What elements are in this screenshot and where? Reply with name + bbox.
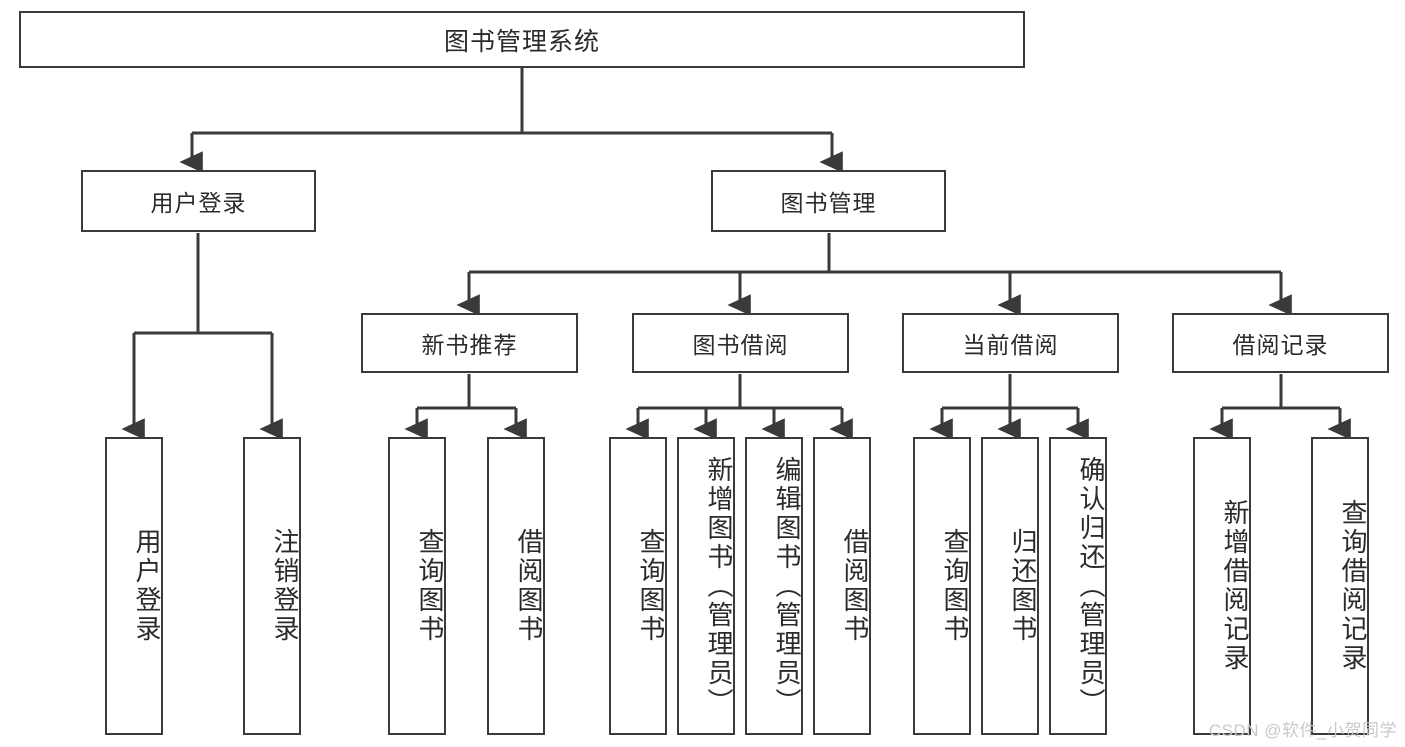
node-book-management[interactable]: 图书管理 [711, 170, 946, 232]
node-label: 查询借阅记录 [1338, 499, 1368, 673]
leaf-book-borrow-edit-book-admin[interactable]: 编辑图书（管理员） [745, 437, 803, 735]
node-label: 用户登录 [150, 190, 247, 216]
node-label: 确认归还（管理员） [1076, 455, 1106, 717]
node-label: 注销登录 [270, 528, 300, 644]
node-borrow-record[interactable]: 借阅记录 [1172, 313, 1389, 373]
node-label: 借阅记录 [1232, 332, 1329, 358]
node-label: 用户登录 [132, 528, 162, 644]
node-book-borrow[interactable]: 图书借阅 [632, 313, 849, 373]
node-user-login[interactable]: 用户登录 [81, 170, 316, 232]
node-new-book-recommendation[interactable]: 新书推荐 [361, 313, 578, 373]
node-label: 当前借阅 [962, 332, 1059, 358]
node-label: 图书管理 [780, 190, 877, 216]
leaf-new-book-borrow-book[interactable]: 借阅图书 [487, 437, 545, 735]
node-label: 新增图书（管理员） [704, 455, 734, 717]
node-label: 图书借阅 [692, 332, 789, 358]
leaf-borrow-record-add-record[interactable]: 新增借阅记录 [1193, 437, 1251, 735]
leaf-current-borrow-return-book[interactable]: 归还图书 [981, 437, 1039, 735]
leaf-new-book-query-book[interactable]: 查询图书 [388, 437, 446, 735]
leaf-user-login-login[interactable]: 用户登录 [105, 437, 163, 735]
leaf-borrow-record-query-record[interactable]: 查询借阅记录 [1311, 437, 1369, 735]
node-label: 归还图书 [1008, 528, 1038, 644]
node-label: 借阅图书 [840, 528, 870, 644]
leaf-current-borrow-confirm-return-admin[interactable]: 确认归还（管理员） [1049, 437, 1107, 735]
node-label: 新书推荐 [421, 332, 518, 358]
node-label: 查询图书 [415, 528, 445, 644]
leaf-book-borrow-query-book[interactable]: 查询图书 [609, 437, 667, 735]
node-current-borrow[interactable]: 当前借阅 [902, 313, 1119, 373]
watermark: CSDN @软件_小贺同学 [1208, 721, 1397, 740]
leaf-book-borrow-add-book-admin[interactable]: 新增图书（管理员） [677, 437, 735, 735]
leaf-user-login-logout[interactable]: 注销登录 [243, 437, 301, 735]
node-label: 编辑图书（管理员） [772, 455, 802, 717]
node-label: 图书管理系统 [443, 27, 600, 56]
node-label: 查询图书 [940, 528, 970, 644]
node-label: 查询图书 [636, 528, 666, 644]
node-label: 借阅图书 [514, 528, 544, 644]
node-root-book-management-system[interactable]: 图书管理系统 [19, 11, 1025, 68]
leaf-book-borrow-borrow-book[interactable]: 借阅图书 [813, 437, 871, 735]
leaf-current-borrow-query-book[interactable]: 查询图书 [913, 437, 971, 735]
node-label: 新增借阅记录 [1220, 499, 1250, 673]
